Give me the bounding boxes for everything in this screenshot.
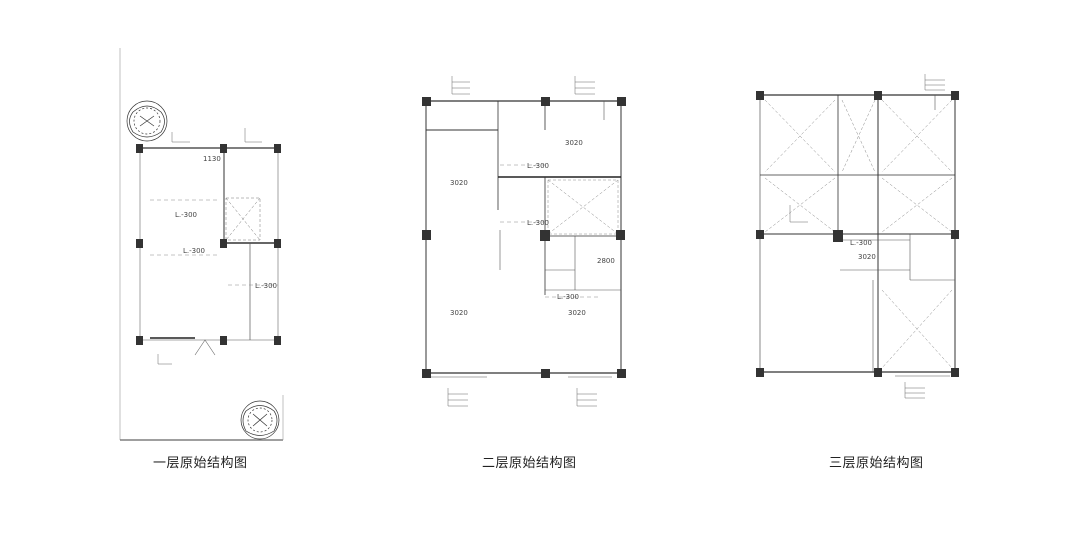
plan-1-first-floor <box>119 48 284 441</box>
plan-3-text-labels: L.-300 3020 <box>850 239 876 261</box>
plan-3-level-label: L.-300 <box>850 239 872 247</box>
plan-1-dim-label: 1130 <box>203 155 221 163</box>
plan-2-second-floor <box>422 76 626 407</box>
plan-1-title: 一层原始结构图 <box>153 456 248 471</box>
plan-1-columns <box>136 144 281 345</box>
plan-1-level-label: L.-300 <box>255 282 277 290</box>
plan-1-tree-icon-bottom <box>240 400 280 440</box>
plan-2-level-label: L.-300 <box>557 293 579 301</box>
plan-2-dim-label: 3020 <box>568 309 586 317</box>
plan-2-dim-label: 3020 <box>450 179 468 187</box>
plan-2-level-label: L.-300 <box>527 162 549 170</box>
plan-3-elevation-marks <box>789 74 945 399</box>
plan-2-level-label: L.-300 <box>527 219 549 227</box>
plan-1-level-label: L.-300 <box>175 211 197 219</box>
plan-3-columns <box>756 91 959 377</box>
plan-2-dim-label: 2800 <box>597 257 615 265</box>
plan-3-dim-label: 3020 <box>858 253 876 261</box>
plan-1-tree-icon-top <box>126 100 168 142</box>
plan-2-columns <box>422 97 626 378</box>
plan-3-third-floor <box>756 74 959 399</box>
plan-2-dim-label: 3020 <box>450 309 468 317</box>
plan-2-text-labels: 3020 L.-300 L.-300 2800 L.-300 3020 3020… <box>450 139 615 317</box>
plan-2-elevation-marks <box>447 76 597 407</box>
plan-2-dim-label: 3020 <box>565 139 583 147</box>
plan-1-elevation-marks <box>157 128 262 365</box>
plan-1-level-label: L.-300 <box>183 247 205 255</box>
plan-3-title: 三层原始结构图 <box>829 456 924 471</box>
plan-1-text-labels: 1130 L.-300 L.-300 L.-300 <box>175 155 277 290</box>
plan-2-title: 二层原始结构图 <box>482 456 577 471</box>
